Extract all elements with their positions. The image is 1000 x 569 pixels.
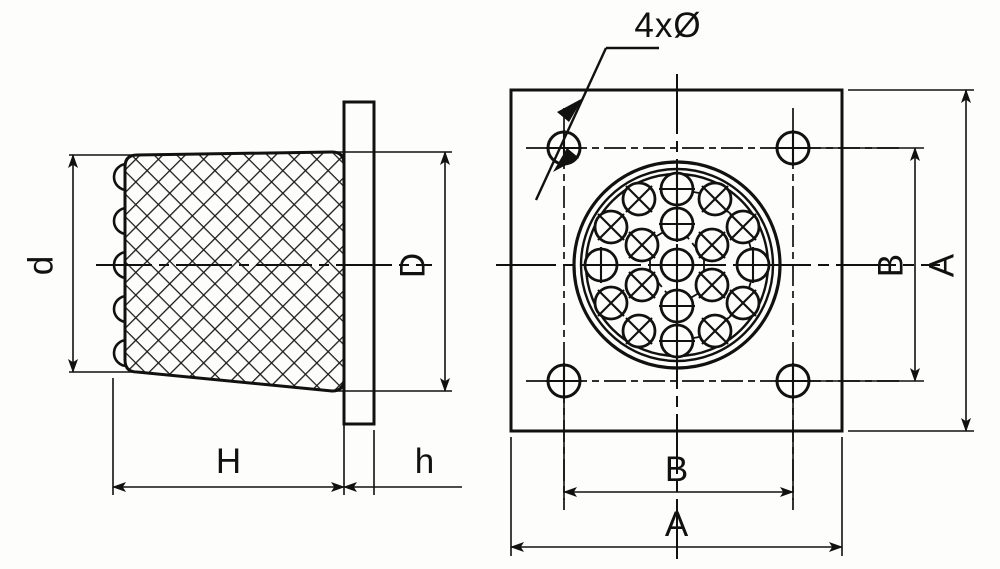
dim-label-h: h: [415, 442, 435, 481]
pin-crosshair-marks: [583, 171, 771, 359]
side-section-view: d D H h: [21, 100, 462, 495]
bolt-hole-centerlines: [526, 108, 900, 510]
dim-label-A-vertical: A: [922, 253, 961, 277]
side-flange-plate: [342, 100, 376, 426]
filter-body-hatched: [123, 150, 346, 393]
dim-label-B-horizontal: B: [665, 450, 689, 489]
dim-label-D: D: [393, 252, 432, 278]
leader-arrow-lower: [553, 148, 579, 172]
dim-label-B-vertical: B: [871, 253, 910, 277]
front-face-view: 4xØ A B B A: [496, 6, 974, 562]
hole-callout-label: 4xØ: [634, 6, 701, 45]
shell-middle-circle: [579, 167, 775, 363]
dim-label-A-horizontal: A: [665, 505, 689, 544]
dim-label-d: d: [21, 255, 60, 275]
dim-label-H: H: [216, 442, 242, 481]
hole-callout-leader: [534, 46, 659, 201]
shell-outer-circle: [572, 160, 782, 370]
leader-arrow-upper: [557, 98, 583, 122]
